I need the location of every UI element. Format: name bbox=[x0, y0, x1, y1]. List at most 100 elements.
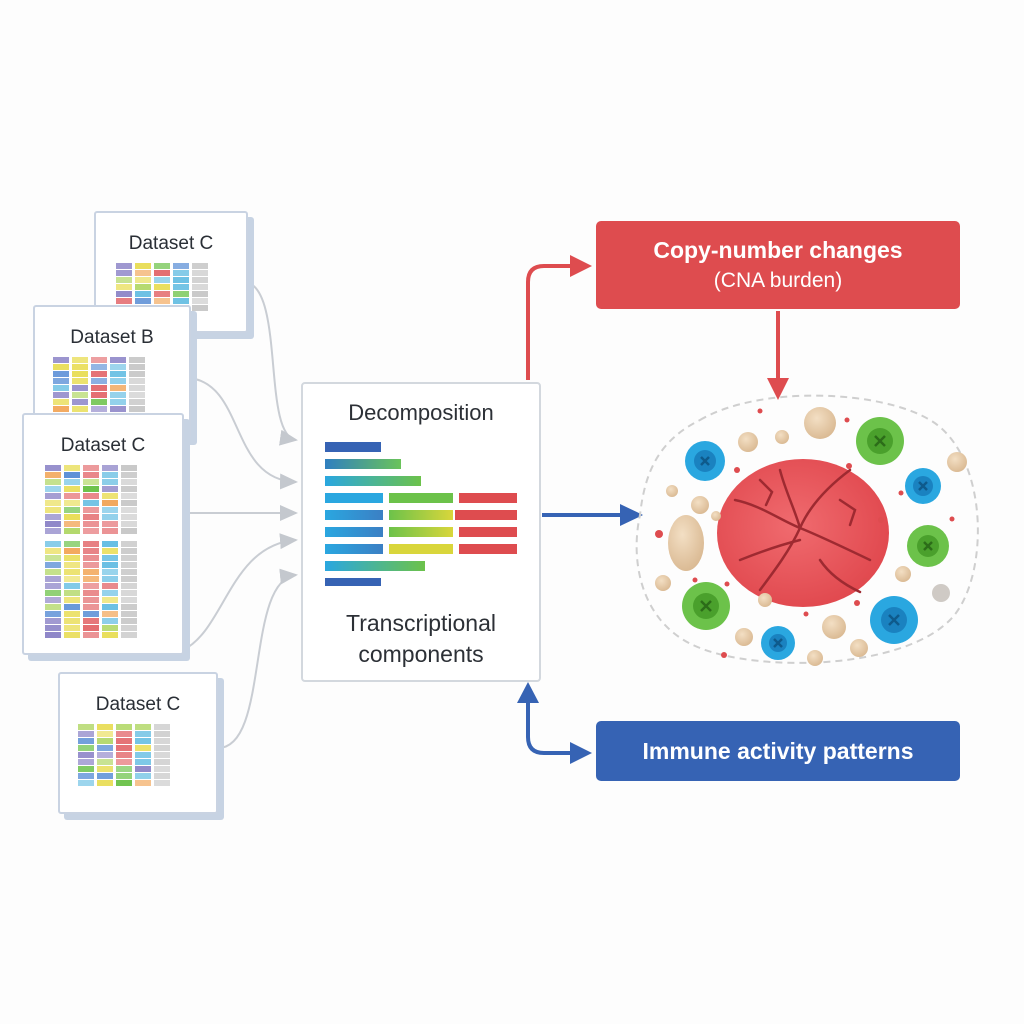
component-bar bbox=[389, 493, 453, 503]
heatmap-cell bbox=[97, 766, 113, 772]
heatmap-cell bbox=[116, 270, 132, 276]
heatmap-cell bbox=[116, 745, 132, 751]
heatmap-cell bbox=[102, 493, 118, 499]
heatmap-cell bbox=[135, 263, 151, 269]
heatmap-cell bbox=[102, 548, 118, 554]
heatmap-cell bbox=[129, 399, 145, 405]
heatmap-cell bbox=[135, 298, 151, 304]
heatmap-cell bbox=[64, 548, 80, 554]
heatmap-cell bbox=[129, 364, 145, 370]
heatmap-cell bbox=[45, 548, 61, 554]
arrow-to-cna-head bbox=[570, 255, 592, 277]
heatmap-cell bbox=[135, 745, 151, 751]
heatmap-cell bbox=[64, 507, 80, 513]
heatmap-cell bbox=[83, 583, 99, 589]
cna-subtitle: (CNA burden) bbox=[713, 269, 843, 292]
heatmap-cell bbox=[110, 357, 126, 363]
heatmap-cell bbox=[91, 364, 107, 370]
heatmap-cell bbox=[64, 618, 80, 624]
immune-box: Immune activity patterns bbox=[596, 721, 960, 781]
heatmap-cell bbox=[53, 399, 69, 405]
heatmap-cell bbox=[64, 479, 80, 485]
heatmap-cell bbox=[173, 298, 189, 304]
decomposition-subtitle: Transcriptional components bbox=[303, 608, 539, 670]
heatmap-cell bbox=[78, 766, 94, 772]
heatmap-cell bbox=[154, 270, 170, 276]
heatmap-cell bbox=[64, 576, 80, 582]
heatmap-cell bbox=[154, 291, 170, 297]
heatmap-cell bbox=[97, 780, 113, 786]
heatmap-cell bbox=[116, 773, 132, 779]
heatmap-cells bbox=[53, 357, 145, 419]
heatmap-cell bbox=[102, 507, 118, 513]
heatmap-cell bbox=[116, 752, 132, 758]
heatmap-cell bbox=[121, 479, 137, 485]
heatmap-cell bbox=[116, 291, 132, 297]
heatmap-cell bbox=[121, 500, 137, 506]
heatmap-cells bbox=[45, 465, 137, 534]
heatmap-cell bbox=[173, 291, 189, 297]
heatmap-cell bbox=[121, 465, 137, 471]
heatmap-cell bbox=[102, 583, 118, 589]
heatmap-cell bbox=[53, 385, 69, 391]
heatmap-cell bbox=[135, 738, 151, 744]
heatmap-cell bbox=[102, 465, 118, 471]
heatmap-cell bbox=[102, 597, 118, 603]
heatmap-cell bbox=[64, 465, 80, 471]
heatmap-cell bbox=[64, 583, 80, 589]
heatmap-cell bbox=[121, 493, 137, 499]
component-bar bbox=[325, 442, 381, 452]
heatmap-cell bbox=[102, 472, 118, 478]
heatmap-cell bbox=[64, 521, 80, 527]
heatmap-cell bbox=[97, 745, 113, 751]
heatmap-cell bbox=[45, 514, 61, 520]
heatmap-cell bbox=[135, 773, 151, 779]
heatmap-cell bbox=[116, 731, 132, 737]
heatmap-cell bbox=[129, 406, 145, 412]
heatmap-cell bbox=[121, 472, 137, 478]
connector-dataset-1 bbox=[245, 281, 298, 446]
heatmap-cell bbox=[83, 514, 99, 520]
component-bar bbox=[455, 510, 517, 520]
heatmap-cell bbox=[83, 521, 99, 527]
heatmap-cell bbox=[102, 632, 118, 638]
heatmap-cell bbox=[53, 392, 69, 398]
heatmap-cell bbox=[102, 500, 118, 506]
heatmap-cell bbox=[91, 385, 107, 391]
dataset-heatmap-bottom bbox=[45, 541, 140, 644]
heatmap-cell bbox=[121, 590, 137, 596]
heatmap-cell bbox=[129, 357, 145, 363]
heatmap-cell bbox=[53, 371, 69, 377]
heatmap-cell bbox=[121, 541, 137, 547]
heatmap-cell bbox=[64, 500, 80, 506]
heatmap-cell bbox=[102, 625, 118, 631]
heatmap-cell bbox=[154, 780, 170, 786]
heatmap-cell bbox=[121, 514, 137, 520]
heatmap-cell bbox=[78, 759, 94, 765]
heatmap-cell bbox=[173, 284, 189, 290]
heatmap-cell bbox=[102, 486, 118, 492]
heatmap-cell bbox=[135, 284, 151, 290]
arrow-to-cna bbox=[526, 264, 572, 380]
heatmap-cell bbox=[64, 472, 80, 478]
heatmap-cell bbox=[129, 378, 145, 384]
heatmap-cell bbox=[102, 521, 118, 527]
heatmap-cell bbox=[83, 569, 99, 575]
heatmap-cell bbox=[154, 284, 170, 290]
heatmap-cell bbox=[110, 364, 126, 370]
heatmap-cell bbox=[78, 752, 94, 758]
heatmap-cell bbox=[135, 291, 151, 297]
heatmap-cell bbox=[192, 298, 208, 304]
heatmap-cell bbox=[192, 270, 208, 276]
heatmap-cell bbox=[97, 759, 113, 765]
heatmap-cell bbox=[45, 618, 61, 624]
decomposition-subtitle-line2: components bbox=[358, 641, 484, 667]
heatmap-cell bbox=[129, 392, 145, 398]
heatmap-cell bbox=[45, 583, 61, 589]
heatmap-cell bbox=[64, 493, 80, 499]
heatmap-cell bbox=[78, 724, 94, 730]
dataset-card-3: Dataset C bbox=[22, 413, 184, 655]
component-bar bbox=[389, 544, 453, 554]
heatmap-cell bbox=[135, 724, 151, 730]
heatmap-cell bbox=[129, 371, 145, 377]
